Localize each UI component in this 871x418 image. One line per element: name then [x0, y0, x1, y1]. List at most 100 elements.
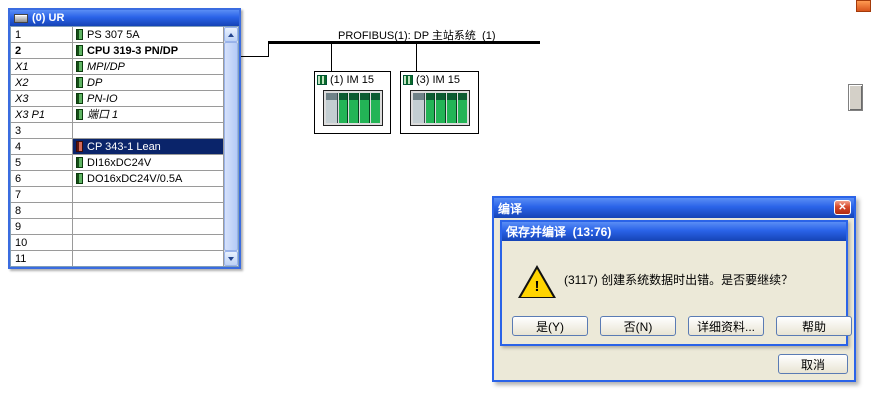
- cancel-button[interactable]: 取消: [778, 354, 848, 374]
- dp-slave-station-1[interactable]: (1) IM 15: [314, 71, 391, 134]
- rack-row[interactable]: 8: [11, 203, 223, 219]
- no-button[interactable]: 否(N): [600, 316, 676, 336]
- module-cell[interactable]: PS 307 5A: [73, 27, 223, 42]
- module-cell[interactable]: [73, 235, 223, 250]
- module-icon: [76, 141, 83, 152]
- slave3-module-graphic: [409, 90, 470, 126]
- slave3-label: (3) IM 15: [416, 74, 461, 86]
- io-module-bar: [425, 93, 436, 123]
- module-cell[interactable]: MPI/DP: [73, 59, 223, 74]
- scroll-up-button[interactable]: [224, 27, 238, 42]
- profibus-bus-line[interactable]: [268, 41, 540, 44]
- slot-number[interactable]: 7: [11, 187, 73, 202]
- rack-row[interactable]: 10: [11, 235, 223, 251]
- module-icon: [76, 29, 83, 40]
- message-box-title: 保存并编译 (13:76): [506, 225, 612, 239]
- close-icon[interactable]: ✕: [834, 200, 851, 215]
- message-box-titlebar[interactable]: 保存并编译 (13:76): [502, 222, 846, 241]
- module-cell[interactable]: [73, 251, 223, 266]
- rack-row[interactable]: X3 P1 端口 1: [11, 107, 223, 123]
- rack-row[interactable]: 5 DI16xDC24V: [11, 155, 223, 171]
- rack-row[interactable]: 3: [11, 123, 223, 139]
- message-button-row: 是(Y) 否(N) 详细资料... 帮助: [512, 316, 852, 336]
- rack-icon: [14, 13, 28, 23]
- slot-number[interactable]: 4: [11, 139, 73, 154]
- slot-number[interactable]: 3: [11, 123, 73, 138]
- slot-number[interactable]: X3: [11, 91, 73, 106]
- slave2-drop-line: [416, 44, 417, 72]
- module-icon: [76, 93, 83, 104]
- module-name: DO16xDC24V/0.5A: [87, 172, 183, 185]
- module-name: 端口 1: [87, 108, 119, 121]
- slot-number[interactable]: 11: [11, 251, 73, 266]
- dp-slave-icon: [317, 75, 327, 85]
- module-cell[interactable]: [73, 203, 223, 218]
- module-cell[interactable]: [73, 123, 223, 138]
- module-cell[interactable]: DP: [73, 75, 223, 90]
- rack-row[interactable]: 1 PS 307 5A: [11, 27, 223, 43]
- module-icon: [76, 61, 83, 72]
- slot-number[interactable]: 8: [11, 203, 73, 218]
- warning-icon: !: [518, 265, 556, 299]
- close-button-fragment[interactable]: [856, 0, 871, 12]
- module-name: PN-IO: [87, 92, 118, 105]
- module-cell[interactable]: DI16xDC24V: [73, 155, 223, 170]
- module-name: CPU 319-3 PN/DP: [87, 44, 179, 57]
- module-icon: [76, 77, 83, 88]
- compile-dialog-titlebar[interactable]: 编译 ✕: [494, 198, 854, 218]
- slot-number[interactable]: X3 P1: [11, 107, 73, 122]
- rack-window-title: (0) UR: [32, 12, 65, 24]
- dp-slave-station-3[interactable]: (3) IM 15: [400, 71, 479, 134]
- module-cell[interactable]: CP 343-1 Lean: [73, 139, 223, 154]
- slot-number[interactable]: 9: [11, 219, 73, 234]
- scroll-down-button[interactable]: [224, 251, 238, 266]
- rack-row[interactable]: 7: [11, 187, 223, 203]
- slot-number[interactable]: X1: [11, 59, 73, 74]
- module-name: PS 307 5A: [87, 28, 140, 41]
- rack-row[interactable]: 9: [11, 219, 223, 235]
- io-module-bar: [370, 93, 380, 123]
- yes-button[interactable]: 是(Y): [512, 316, 588, 336]
- rack-row[interactable]: X1 MPI/DP: [11, 59, 223, 75]
- module-cell[interactable]: [73, 219, 223, 234]
- io-module-bar: [360, 93, 370, 123]
- slave1-label: (1) IM 15: [330, 74, 375, 86]
- dp-slave-icon: [403, 75, 413, 85]
- module-icon: [76, 173, 83, 184]
- module-cell[interactable]: 端口 1: [73, 107, 223, 122]
- rack-window-titlebar[interactable]: (0) UR: [10, 10, 239, 26]
- module-name: DI16xDC24V: [87, 156, 152, 169]
- module-cell[interactable]: CPU 319-3 PN/DP: [73, 43, 223, 58]
- rack-connector-line: [241, 56, 269, 57]
- slot-number[interactable]: 6: [11, 171, 73, 186]
- profibus-label[interactable]: PROFIBUS(1): DP 主站系统 (1): [338, 30, 496, 42]
- rack-row[interactable]: X3 PN-IO: [11, 91, 223, 107]
- slot-number[interactable]: 5: [11, 155, 73, 170]
- help-button[interactable]: 帮助: [776, 316, 852, 336]
- details-button[interactable]: 详细资料...: [688, 316, 764, 336]
- module-name: MPI/DP: [87, 60, 125, 73]
- rack-row[interactable]: 11: [11, 251, 223, 266]
- slot-number[interactable]: 10: [11, 235, 73, 250]
- rack-row[interactable]: 6 DO16xDC24V/0.5A: [11, 171, 223, 187]
- rack-row[interactable]: 2 CPU 319-3 PN/DP: [11, 43, 223, 59]
- io-module-bar: [349, 93, 359, 123]
- error-message: (3117) 创建系统数据时出错。是否要继续？: [564, 273, 794, 287]
- rack-scrollbar[interactable]: [223, 27, 238, 266]
- message-box: 保存并编译 (13:76) ! (3117) 创建系统数据时出错。是否要继续？ …: [500, 220, 852, 346]
- warning-exclamation: !: [534, 278, 540, 295]
- module-cell[interactable]: PN-IO: [73, 91, 223, 106]
- slot-number[interactable]: X2: [11, 75, 73, 90]
- slot-number[interactable]: 2: [11, 43, 73, 58]
- scrollbar-thumb-fragment[interactable]: [848, 84, 863, 111]
- module-cell[interactable]: [73, 187, 223, 202]
- module-icon: [76, 109, 83, 120]
- slot-number[interactable]: 1: [11, 27, 73, 42]
- module-cell[interactable]: DO16xDC24V/0.5A: [73, 171, 223, 186]
- scrollbar-thumb[interactable]: [224, 42, 238, 251]
- im-module-bar: [325, 93, 338, 123]
